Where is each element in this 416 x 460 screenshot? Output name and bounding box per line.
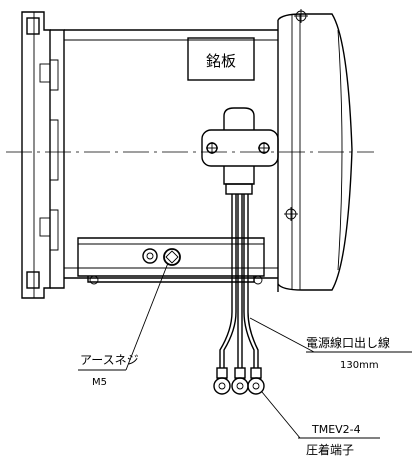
cable-clamp <box>201 107 279 195</box>
mounting-flange <box>21 11 59 299</box>
cover-screw-top <box>294 9 308 23</box>
nameplate: 銘板 <box>187 37 255 81</box>
cover-screw-mid <box>284 207 298 221</box>
earth-screw-icon <box>142 248 181 266</box>
earth-screw-leader: アースネジ M5 <box>78 262 169 388</box>
earth-screw-label: アースネジ <box>80 353 139 367</box>
nameplate-label: 銘板 <box>206 52 236 70</box>
lead-wire-leader: 電源線口出し線 130mm <box>249 317 412 371</box>
terminal-model: TMEV2-4 <box>311 423 361 436</box>
end-cover <box>277 13 353 292</box>
crimp-terminals <box>213 367 265 395</box>
terminal-box <box>77 237 265 285</box>
earth-screw-size: M5 <box>92 377 107 388</box>
lead-wire-length: 130mm <box>340 360 379 371</box>
lead-wire-label: 電源線口出し線 <box>306 335 390 350</box>
motor-body <box>50 29 278 289</box>
terminal-leader: TMEV2-4 圧着端子 <box>261 391 380 457</box>
terminal-name: 圧着端子 <box>306 442 354 457</box>
lead-wires <box>219 194 259 368</box>
